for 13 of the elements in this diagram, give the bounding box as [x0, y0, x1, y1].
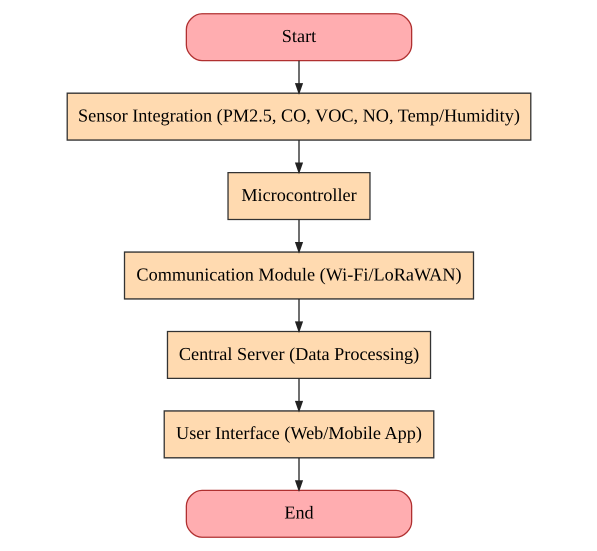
arrow [294, 458, 303, 492]
node-box: Microcontroller [226, 172, 370, 220]
arrow [294, 220, 303, 254]
node-box: Communication Module (Wi-Fi/LoRaWAN) [123, 251, 474, 300]
node-box: End [185, 490, 412, 538]
node-box: User Interface (Web/Mobile App) [163, 410, 434, 458]
node-box: Start [185, 13, 412, 62]
arrow [294, 60, 303, 95]
node-box: Central Server (Data Processing) [166, 330, 431, 380]
node-box: Sensor Integration (PM2.5, CO, VOC, NO, Temp/Humidity) [66, 92, 531, 141]
arrow [294, 140, 303, 174]
arrow [294, 378, 303, 413]
arrow [294, 299, 303, 334]
